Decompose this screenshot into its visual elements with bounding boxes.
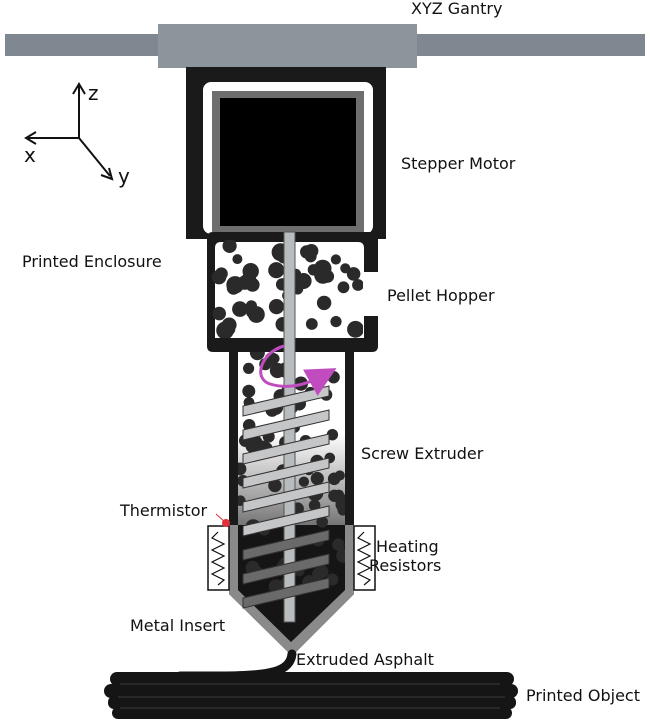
pellet: [346, 267, 361, 281]
pellet: [232, 301, 248, 317]
gantry: [5, 24, 645, 68]
pellet: [298, 476, 310, 487]
heating-resistor-left: [207, 525, 230, 591]
motor-enclosure: [186, 67, 386, 239]
pellet: [352, 279, 363, 291]
screw-flight: [242, 553, 330, 585]
axis-y-label: y: [118, 164, 130, 188]
screw-flight: [242, 409, 330, 441]
thermistor-leader: [215, 513, 227, 524]
pellet: [316, 295, 332, 311]
label-thermistor: Thermistor: [119, 501, 207, 520]
pellet: [268, 478, 282, 493]
pellet: [300, 245, 314, 259]
pellet: [243, 362, 255, 374]
pellet: [305, 318, 318, 330]
label-printed-object: Printed Object: [526, 686, 640, 705]
pellet-hopper: [207, 232, 378, 356]
pellet: [347, 320, 363, 338]
label-gantry: XYZ Gantry: [411, 0, 502, 18]
pellet: [316, 516, 329, 528]
pellet: [212, 306, 226, 321]
screw-flights: [242, 385, 330, 609]
pellet: [340, 263, 351, 274]
pellet: [226, 281, 241, 295]
pellet: [310, 471, 324, 486]
pellet: [232, 254, 243, 265]
label-heating-resistors-2: Resistors: [369, 556, 441, 575]
pellet: [312, 567, 325, 581]
label-printed-enclosure: Printed Enclosure: [22, 252, 162, 271]
metal-insert: [229, 525, 354, 656]
pellet: [337, 504, 345, 516]
screw-flight: [242, 433, 330, 465]
screw: [242, 231, 330, 623]
gantry-carriage: [158, 24, 417, 68]
pellet: [212, 269, 227, 285]
axis-x-label: x: [24, 143, 36, 167]
pellet: [333, 489, 345, 501]
pellet: [248, 306, 265, 323]
label-screw-extruder: Screw Extruder: [361, 444, 484, 463]
pellet: [330, 254, 341, 265]
pellet: [268, 299, 285, 315]
stepper-motor-face: [220, 98, 356, 226]
axis-z-label: z: [88, 81, 99, 105]
pellet: [222, 240, 237, 253]
pellet: [314, 266, 332, 284]
gantry-rail-right: [417, 34, 645, 56]
pellet: [242, 263, 259, 280]
screw-flight: [242, 529, 330, 561]
pellet: [269, 353, 280, 364]
axis-indicator: [24, 82, 114, 181]
pellet: [336, 548, 345, 563]
pellet: [332, 538, 345, 551]
pellet: [242, 384, 256, 398]
label-metal-insert: Metal Insert: [130, 616, 225, 635]
label-pellet-hopper: Pellet Hopper: [387, 286, 495, 305]
pellet: [327, 371, 340, 384]
pellet: [238, 462, 247, 476]
pellet: [268, 262, 285, 279]
rotation-arrow: [259, 344, 337, 396]
pellet: [326, 429, 339, 441]
pellet: [295, 273, 312, 289]
pellet: [334, 470, 345, 481]
pellet: [246, 434, 263, 451]
screw-flight: [242, 457, 330, 489]
printed-object: [104, 672, 518, 719]
pellet: [330, 316, 342, 328]
pellet: [223, 323, 236, 336]
label-heating-resistors-1: Heating: [376, 537, 439, 556]
label-stepper-motor: Stepper Motor: [401, 154, 516, 173]
pellet: [249, 352, 265, 361]
screw-flight: [242, 481, 330, 513]
heating-resistor-right: [353, 525, 376, 591]
screw-flight: [242, 577, 330, 609]
screw-flight: [242, 505, 330, 537]
gantry-rail-left: [5, 34, 158, 56]
pellet: [337, 281, 350, 294]
label-extruded-asphalt: Extruded Asphalt: [296, 650, 434, 669]
